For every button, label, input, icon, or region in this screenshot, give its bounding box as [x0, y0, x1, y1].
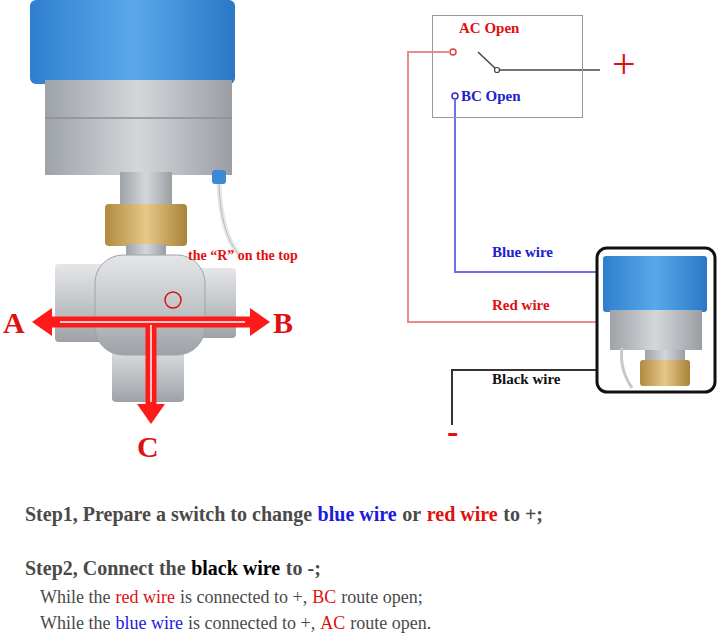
switch-position-label: AC Open — [459, 20, 519, 37]
callout-note: the “R” on the top — [188, 248, 298, 264]
instruction-text: black wire — [191, 557, 280, 580]
instruction-line: Step2, Connect theblack wire to -; — [25, 557, 321, 580]
mini-housing — [610, 310, 702, 350]
instruction-text: route open; — [341, 587, 422, 608]
port-label: B — [273, 306, 293, 341]
brass-nut — [105, 204, 187, 246]
red-wire — [408, 52, 598, 322]
instruction-text: or — [402, 503, 421, 526]
wire-label: Blue wire — [492, 244, 553, 261]
contact-ac — [450, 49, 456, 55]
instruction-text: Step1, Prepare a switch to change — [25, 503, 312, 526]
mini-stem — [645, 350, 685, 360]
instruction-text: Step2, Connect the — [25, 557, 186, 580]
arrow-head-c — [137, 404, 165, 424]
instruction-line: Step1, Prepare a switch to change blue wi… — [25, 503, 543, 526]
instruction-text: blue wire — [318, 503, 397, 526]
positive-lead — [499, 69, 600, 71]
blue-wire — [455, 99, 598, 272]
instruction-text: red wire — [427, 503, 498, 526]
instruction-text: is connected to +, — [188, 613, 315, 634]
port-label: C — [137, 430, 159, 465]
instruction-text: AC — [320, 613, 345, 634]
contact-bc — [452, 93, 458, 99]
switch-position-label: BC Open — [461, 88, 521, 105]
instruction-text: to -; — [286, 557, 321, 580]
r-mark-circle — [165, 292, 181, 308]
port-label: A — [3, 306, 25, 341]
instruction-text: is connected to +, — [180, 587, 307, 608]
polarity-sign: + — [612, 40, 636, 88]
black-wire — [452, 370, 598, 425]
wire-label: Red wire — [492, 297, 550, 314]
switch-pivot — [495, 68, 500, 73]
cable-edge — [219, 184, 240, 256]
arrow-inner-line — [150, 325, 152, 402]
mini-nut — [640, 360, 690, 386]
arrow-head-a — [32, 308, 52, 336]
instruction-text: red wire — [116, 587, 175, 608]
instruction-text: route open. — [350, 613, 431, 634]
actuator-housing — [45, 80, 232, 175]
actuator-cover — [30, 0, 235, 84]
instruction-text: BC — [312, 587, 336, 608]
cable-gland — [212, 170, 226, 184]
mini-cover — [603, 256, 707, 312]
wire-label: Black wire — [492, 371, 560, 388]
instruction-line: While the blue wireis connected to +,ACro… — [40, 613, 431, 634]
switch-lever — [478, 52, 497, 70]
flow-arrow-c — [146, 322, 157, 408]
arrow-head-b — [250, 308, 270, 336]
polarity-sign: - — [447, 412, 458, 451]
instruction-text: to +; — [503, 503, 543, 526]
arrow-inner-line — [60, 321, 245, 323]
cable — [219, 184, 240, 256]
housing-seam — [45, 117, 232, 119]
mini-cable — [621, 348, 632, 388]
stem — [120, 172, 172, 208]
instruction-text: While the — [40, 587, 110, 608]
instruction-text: While the — [40, 613, 110, 634]
instruction-line: While the red wireis connected to +,BCrou… — [40, 587, 423, 608]
actuator-frame — [597, 248, 715, 392]
switch-box: AC Open BC Open — [432, 15, 583, 118]
instruction-text: blue wire — [116, 613, 183, 634]
